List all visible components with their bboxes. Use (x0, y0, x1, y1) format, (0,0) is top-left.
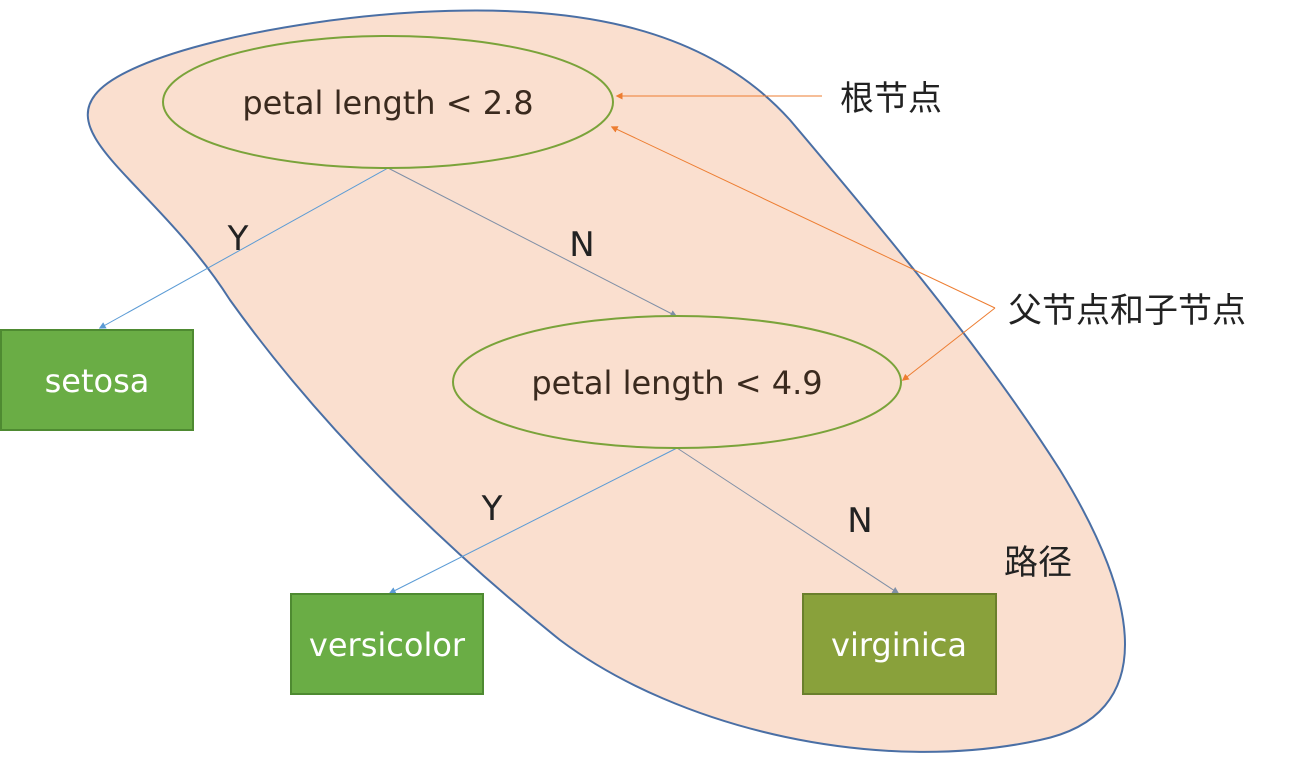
edge-label-internal-yes: Y (481, 489, 503, 529)
leaf-versicolor (290, 593, 484, 695)
internal-node-label: petal length < 4.9 (531, 364, 822, 402)
annotation-root-node: 根节点 (840, 79, 942, 119)
annotation-path: 路径 (1004, 543, 1072, 583)
root-node-label: petal length < 2.8 (242, 84, 533, 122)
leaf-setosa (0, 329, 194, 431)
edge-label-root-yes: Y (227, 219, 249, 259)
root-node (162, 35, 614, 169)
leaf-versicolor-label: versicolor (309, 626, 466, 664)
annotation-arrow-child (901, 307, 996, 381)
edge-label-internal-no: N (847, 501, 872, 541)
annotation-arrow-parent (610, 126, 996, 309)
internal-node (452, 315, 902, 449)
leaf-virginica-label: virginica (831, 626, 967, 664)
leaf-setosa-label: setosa (45, 362, 150, 400)
edge-internal-to-versicolor (388, 447, 678, 594)
edge-root-to-internal (387, 167, 678, 317)
annotation-parent-child: 父节点和子节点 (1008, 291, 1246, 331)
leaf-virginica (802, 593, 997, 695)
edge-root-to-setosa (98, 167, 389, 329)
edge-internal-to-virginica (676, 447, 900, 594)
edge-label-root-no: N (569, 225, 594, 265)
